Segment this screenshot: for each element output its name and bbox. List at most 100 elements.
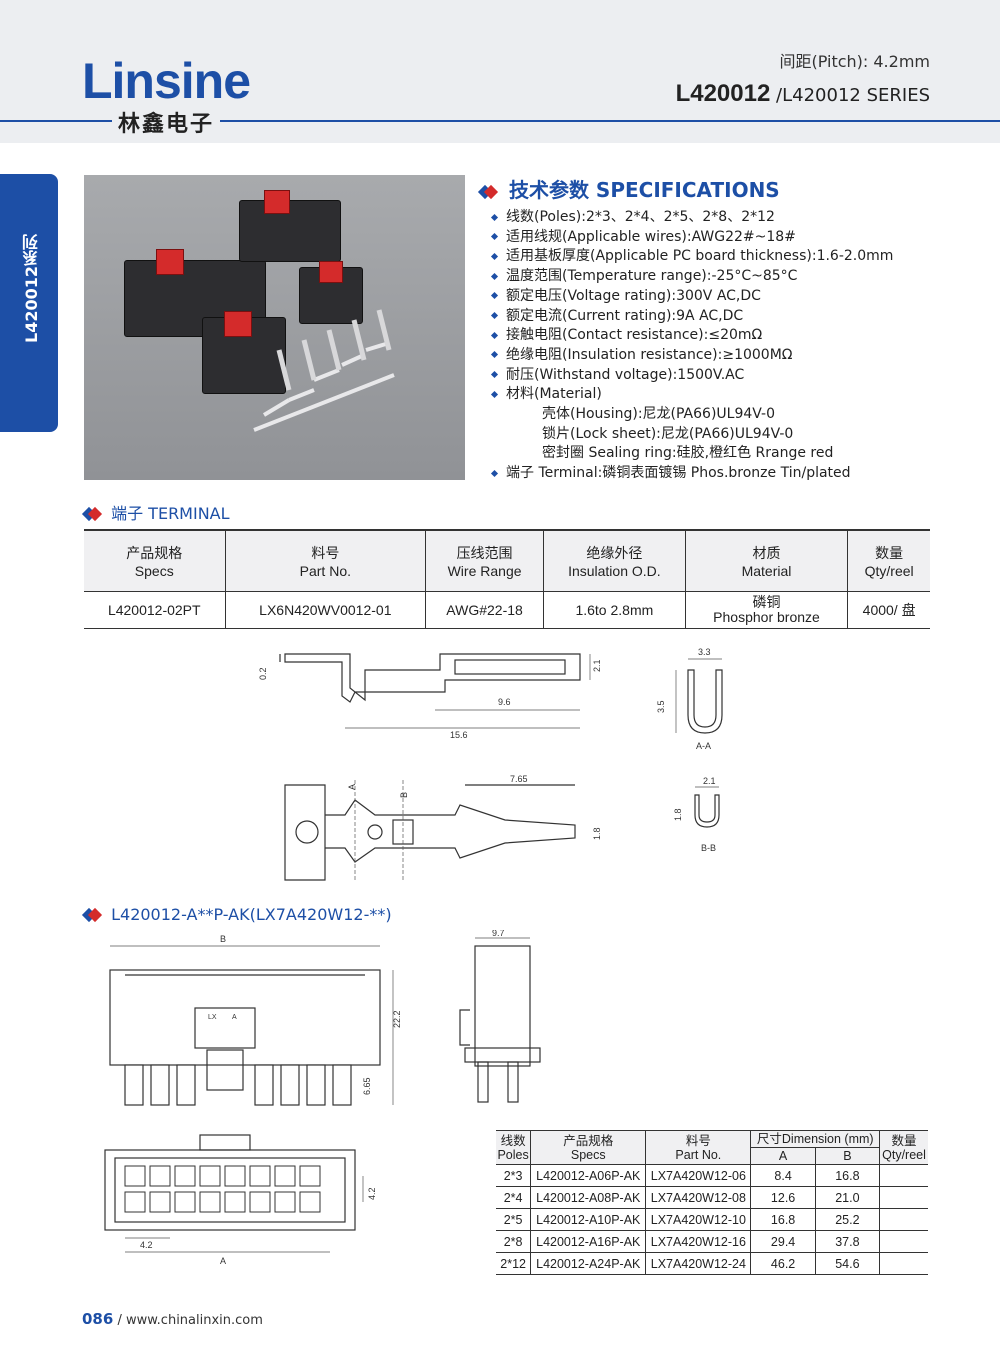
connector-latch	[224, 311, 252, 337]
spec-text: 绝缘电阻(Insulation resistance):≥1000MΩ	[506, 346, 793, 363]
label-a-latch: A	[232, 1014, 237, 1021]
spec-text: 额定电流(Current rating):9A AC,DC	[506, 307, 744, 324]
connector-latch	[319, 261, 343, 283]
series-code: L420012	[675, 80, 771, 107]
dim-22-2: 22.2	[392, 1010, 402, 1028]
housing-bottom-drawing: A 4.2 4.2	[104, 1134, 377, 1266]
spec-item: 线数(Poles):2*3、2*4、2*5、2*8、2*12	[490, 208, 893, 228]
spec-item: 接触电阻(Contact resistance):≤20mΩ	[490, 326, 893, 346]
cell: L420012-02PT	[84, 591, 226, 629]
page-number: 086	[82, 1310, 114, 1328]
pitch-label: 间距(Pitch): 4.2mm	[779, 52, 930, 71]
cell: L420012-A08P-AK	[530, 1186, 647, 1209]
cell: LX7A420W12-16	[645, 1230, 752, 1253]
cell: LX7A420W12-24	[645, 1252, 752, 1275]
bullet-icon	[490, 390, 499, 398]
product-photo	[84, 175, 465, 480]
dim-2-1b: 2.1	[703, 776, 716, 786]
side-tab: L420012系列	[0, 174, 58, 432]
material-item: 密封圈 Sealing ring:硅胶,橙红色 Rrange red	[542, 445, 834, 462]
dim-3-3: 3.3	[698, 647, 711, 657]
spec-text: 耐压(Withstand voltage):1500V.AC	[506, 366, 745, 383]
cell: L420012-A16P-AK	[530, 1230, 647, 1253]
cell: 1.6to 2.8mm	[543, 591, 686, 629]
label-b-top: B	[399, 792, 409, 798]
bullet-icon	[490, 371, 499, 379]
bullet-icon	[490, 233, 499, 241]
cell	[879, 1230, 928, 1253]
cell: 2*12	[496, 1252, 532, 1275]
bullet-icon	[490, 469, 499, 477]
page-footer: 086 / www.chinalinxin.com	[82, 1310, 263, 1328]
spec-item: 端子 Terminal:磷铜表面镀锡 Phos.bronze Tin/plate…	[490, 464, 893, 484]
col-dimension: 尺寸Dimension (mm)	[750, 1130, 881, 1148]
cell: 2*5	[496, 1208, 532, 1231]
dim-7-65: 7.65	[510, 774, 528, 784]
cell: 54.6	[814, 1252, 881, 1275]
cell	[879, 1208, 928, 1231]
material-item: 锁片(Lock sheet):尼龙(PA66)UL94V-0	[542, 425, 794, 442]
dim-a: A	[220, 1256, 226, 1266]
cell: AWG#22-18	[425, 591, 544, 629]
spec-item: 额定电压(Voltage rating):300V AC,DC	[490, 287, 893, 307]
table-row: L420012-02PT LX6N420WV0012-01 AWG#22-18 …	[84, 591, 930, 629]
housing-side-drawing: 9.7	[459, 930, 541, 1103]
cell: L420012-A06P-AK	[530, 1164, 647, 1187]
spec-text: 材料(Material)	[506, 386, 602, 403]
brand-logo: Linsine	[82, 53, 251, 109]
cell: LX7A420W12-08	[645, 1186, 752, 1209]
cell: 16.8	[750, 1208, 816, 1231]
series-name: /L420012 SERIES	[770, 85, 930, 106]
terminal-side-drawing: 0.2 2.1 9.6 15.6	[258, 653, 602, 740]
bullet-icon	[490, 272, 499, 280]
spec-item: 温度范围(Temperature range):-25°C~85°C	[490, 267, 893, 287]
spec-item: 绝缘电阻(Insulation resistance):≥1000MΩ	[490, 346, 893, 366]
connector-medium	[239, 200, 341, 262]
cell: 46.2	[750, 1252, 816, 1275]
dim-4-2-row: 4.2	[367, 1187, 377, 1200]
cell: 8.4	[750, 1164, 816, 1187]
spec-text: 线数(Poles):2*3、2*4、2*5、2*8、2*12	[506, 209, 775, 225]
dim-9-7: 9.7	[492, 930, 505, 938]
spec-text: 端子 Terminal:磷铜表面镀锡 Phos.bronze Tin/plate…	[506, 465, 851, 482]
specifications-title: 技术参数 SPECIFICATIONS	[477, 174, 780, 203]
bullet-icon	[490, 331, 499, 339]
website-link[interactable]: / www.chinalinxin.com	[117, 1313, 263, 1328]
spec-text: 接触电阻(Contact resistance):≤20mΩ	[506, 327, 763, 344]
cell: L420012-A24P-AK	[530, 1252, 647, 1275]
brand-logo-chinese: 林鑫电子	[112, 106, 221, 138]
bullet-icon	[490, 292, 499, 300]
terminal-strip-image	[253, 309, 395, 432]
cell: 29.4	[750, 1230, 816, 1253]
material-item: 壳体(Housing):尼龙(PA66)UL94V-0	[542, 406, 775, 423]
label-a-top: A	[347, 784, 357, 790]
bullet-icon	[490, 351, 499, 359]
cell: LX6N420WV0012-01	[225, 591, 427, 629]
connector-latch	[264, 190, 290, 214]
housing-section-title-text: L420012-A**P-AK(LX7A420W12-**)	[111, 905, 392, 924]
specifications-title-text: 技术参数 SPECIFICATIONS	[508, 178, 780, 202]
spec-item: 材料(Material)	[490, 385, 893, 405]
cell: LX7A420W12-10	[645, 1208, 752, 1231]
cell: 25.2	[814, 1208, 881, 1231]
housing-section-title: L420012-A**P-AK(LX7A420W12-**)	[81, 905, 392, 924]
cell	[879, 1186, 928, 1209]
dim-6-65: 6.65	[362, 1077, 372, 1095]
spec-item: 额定电流(Current rating):9A AC,DC	[490, 307, 893, 327]
cell	[879, 1252, 928, 1275]
table-header-row: A B	[496, 1147, 928, 1165]
bullet-icon	[490, 311, 499, 320]
cell: 2*4	[496, 1186, 532, 1209]
spec-text: 额定电压(Voltage rating):300V AC,DC	[506, 287, 761, 304]
bullet-icon	[490, 213, 499, 221]
